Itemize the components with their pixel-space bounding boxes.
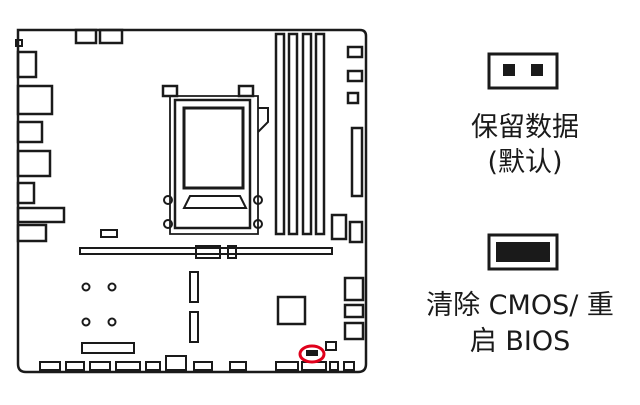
jumper-closed-icon bbox=[487, 233, 559, 271]
dimm-slot bbox=[274, 32, 286, 236]
usb-header bbox=[343, 276, 365, 302]
m2-standoff bbox=[107, 282, 117, 292]
chipset bbox=[276, 295, 307, 326]
small-header bbox=[325, 341, 337, 351]
bottom-headers bbox=[39, 355, 355, 371]
top-connector bbox=[98, 28, 124, 45]
pcie-latch bbox=[227, 245, 237, 259]
m2-standoff bbox=[107, 317, 117, 327]
sata-port bbox=[330, 213, 348, 241]
motherboard-diagram bbox=[15, 28, 368, 374]
small-header bbox=[100, 229, 118, 238]
sata-port bbox=[348, 220, 364, 244]
usb-header bbox=[343, 321, 365, 341]
m2-slot bbox=[189, 311, 199, 343]
m2-standoff bbox=[81, 282, 91, 292]
keep-data-label: 保留数据 bbox=[471, 112, 579, 143]
dimm-slot bbox=[287, 32, 299, 236]
rear-io-port bbox=[16, 50, 38, 79]
atx-power-connector bbox=[350, 126, 364, 198]
reset-bios-label: 启 BIOS bbox=[469, 326, 571, 357]
usb-header bbox=[343, 303, 365, 319]
jumper-open-icon bbox=[487, 52, 559, 90]
rear-io-port bbox=[16, 223, 48, 243]
default-sublabel: (默认) bbox=[487, 147, 563, 178]
pcie-latch bbox=[195, 245, 221, 259]
top-connector bbox=[74, 28, 98, 45]
rear-io-port bbox=[16, 181, 36, 205]
rear-io-port bbox=[16, 206, 66, 224]
fan-header bbox=[346, 45, 364, 59]
rear-io-port bbox=[16, 149, 52, 178]
board-outline bbox=[16, 28, 368, 374]
m2-connector bbox=[81, 342, 135, 354]
dimm-slot bbox=[301, 32, 313, 236]
m2-slot bbox=[189, 271, 199, 303]
fan-header bbox=[346, 91, 360, 105]
cpu-socket bbox=[161, 84, 269, 235]
mounting-hole bbox=[15, 39, 23, 47]
m2-standoff bbox=[81, 317, 91, 327]
pcie-slot bbox=[79, 247, 333, 255]
dimm-slot bbox=[314, 32, 326, 236]
clear-cmos-label: 清除 CMOS/ 重 bbox=[426, 290, 614, 321]
clear-cmos-jumper bbox=[298, 344, 326, 364]
fan-header bbox=[346, 69, 364, 83]
rear-io-port bbox=[16, 84, 54, 116]
rear-io-port bbox=[16, 120, 44, 144]
